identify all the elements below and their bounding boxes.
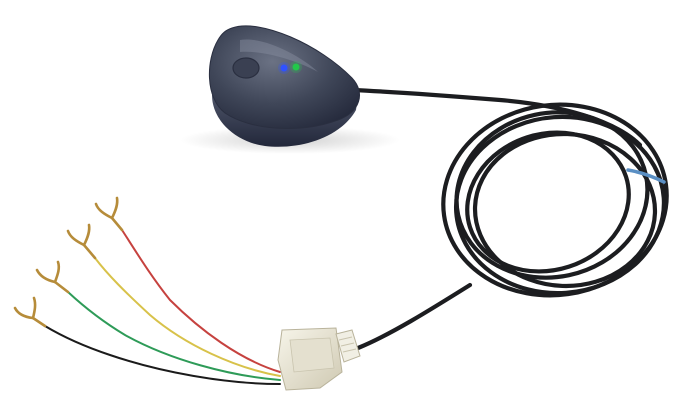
connector-front [289, 337, 335, 373]
connector-pin [340, 342, 355, 347]
connector-pin [342, 348, 357, 353]
cable-loop-5 [465, 130, 631, 274]
spade-terminal [94, 196, 124, 232]
wire-harness [44, 229, 281, 385]
blue-led [280, 64, 288, 72]
cable-tie [626, 168, 666, 184]
spade-terminals [13, 196, 124, 328]
spade-terminal [66, 223, 97, 260]
red-wire [121, 229, 281, 373]
black-wire [44, 325, 281, 385]
cable-to-connector [355, 282, 473, 351]
sensor-button [232, 57, 260, 79]
dome-sensor [209, 25, 361, 147]
yellow-wire [94, 257, 281, 377]
green-led [292, 63, 300, 71]
connector-plug [335, 329, 361, 363]
sensor-dome [209, 25, 361, 129]
blue-led-glow [278, 62, 290, 74]
spade-terminal [13, 296, 47, 328]
green-wire [67, 291, 281, 381]
modular-connector [277, 327, 361, 391]
connector-pin [338, 336, 353, 341]
dome-highlight [240, 39, 318, 72]
green-led-glow [290, 61, 302, 73]
spade-terminal [35, 260, 70, 294]
coiled-cable [349, 87, 669, 351]
